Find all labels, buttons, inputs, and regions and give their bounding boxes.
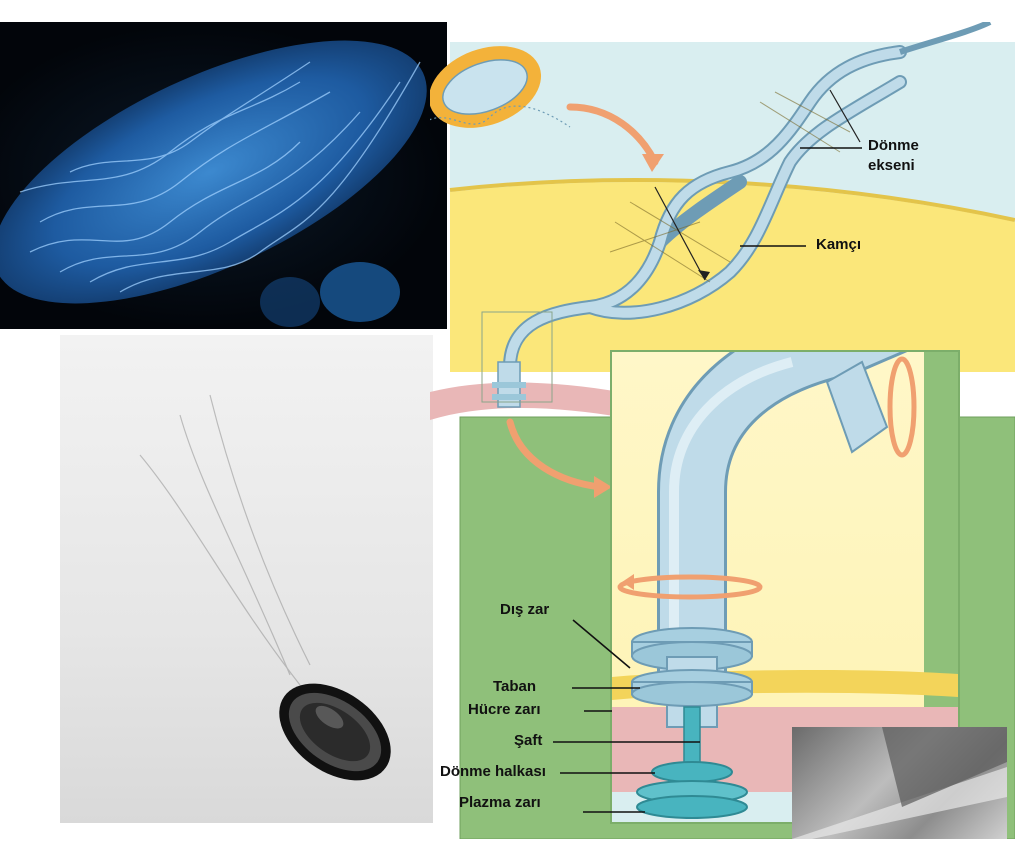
label-dis-zar: Dış zar — [500, 602, 549, 619]
label-donme-ekseni-2: ekseni — [868, 158, 915, 175]
label-saft: Şaft — [514, 733, 542, 750]
label-taban: Taban — [493, 679, 536, 696]
label-hucre-zari: Hücre zarı — [468, 702, 541, 719]
label-plazma-zari: Plazma zarı — [459, 795, 541, 812]
label-donme-ekseni-1: Dönme — [868, 138, 919, 155]
label-donme-halkasi: Dönme halkası — [440, 764, 546, 781]
label-kamci: Kamçı — [816, 237, 861, 254]
